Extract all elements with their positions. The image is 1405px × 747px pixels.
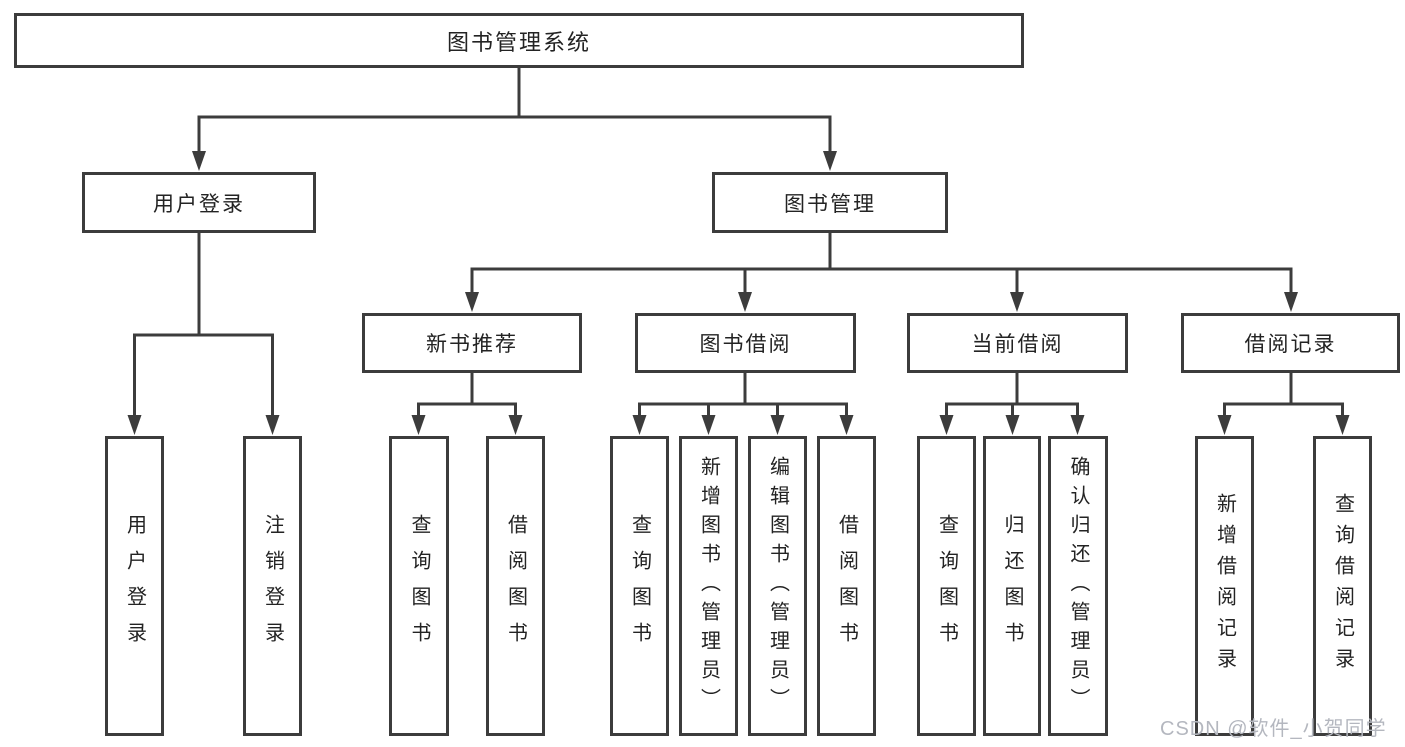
- leaf-add-borrow-record: 新增借阅记录: [1195, 436, 1254, 736]
- node-label: 确认归还（管理员）: [1067, 455, 1089, 717]
- connector-bookborrow-to-leaves: [632, 369, 854, 435]
- node-label: 借阅记录: [1244, 333, 1337, 356]
- leaf-query-borrow-record: 查询借阅记录: [1313, 436, 1372, 736]
- connector-bookmgmt-to-level3: [465, 229, 1298, 312]
- node-book-borrowing: 图书借阅: [635, 313, 856, 373]
- node-label: 借阅图书: [835, 514, 858, 658]
- node-label: 图书借阅: [699, 333, 792, 356]
- node-label: 新增借阅记录: [1213, 493, 1236, 679]
- node-library-management-system: 图书管理系统: [14, 13, 1024, 68]
- leaf-logout: 注销登录: [243, 436, 302, 736]
- connector-newbook-to-leaves: [411, 369, 523, 435]
- node-book-management: 图书管理: [712, 172, 948, 233]
- leaf-confirm-return-admin: 确认归还（管理员）: [1048, 436, 1108, 736]
- node-label: 借阅图书: [504, 514, 527, 658]
- node-label: 归还图书: [1001, 514, 1023, 658]
- node-new-book-recommendation: 新书推荐: [362, 313, 582, 373]
- connector-root-to-level2: [192, 64, 837, 171]
- node-label: 用户登录: [153, 192, 245, 216]
- node-label: 查询图书: [628, 514, 651, 658]
- node-borrowing-records: 借阅记录: [1181, 313, 1400, 373]
- csdn-watermark: CSDN @软件_小贺同学: [1160, 718, 1387, 740]
- node-label: 新增图书（管理员）: [697, 455, 720, 717]
- node-label: 查询图书: [408, 514, 430, 658]
- connector-currentborrow-to-leaves: [939, 369, 1085, 435]
- leaf-query-book-borrowing: 查询图书: [610, 436, 669, 736]
- node-label: 图书管理: [784, 192, 876, 216]
- node-user-login: 用户登录: [82, 172, 316, 233]
- node-label: 查询图书: [935, 514, 958, 658]
- leaf-return-book: 归还图书: [983, 436, 1041, 736]
- node-current-borrowing: 当前借阅: [907, 313, 1128, 373]
- connector-records-to-leaves: [1217, 369, 1350, 435]
- node-label: 当前借阅: [971, 333, 1064, 356]
- leaf-add-book-admin: 新增图书（管理员）: [679, 436, 738, 736]
- leaf-user-login: 用户登录: [105, 436, 164, 736]
- connector-userlogin-to-leaves: [127, 229, 280, 435]
- leaf-borrow-book-recommend: 借阅图书: [486, 436, 545, 736]
- node-label: 编辑图书（管理员）: [766, 455, 789, 717]
- node-label: 图书管理系统: [446, 29, 591, 55]
- node-label: 新书推荐: [426, 333, 518, 356]
- leaf-borrow-book-borrowing: 借阅图书: [817, 436, 876, 736]
- node-label: 用户登录: [123, 514, 146, 658]
- leaf-query-book-recommend: 查询图书: [389, 436, 449, 736]
- node-label: 查询借阅记录: [1331, 493, 1354, 679]
- leaf-query-book-current: 查询图书: [917, 436, 976, 736]
- leaf-edit-book-admin: 编辑图书（管理员）: [748, 436, 807, 736]
- node-label: 注销登录: [261, 514, 284, 658]
